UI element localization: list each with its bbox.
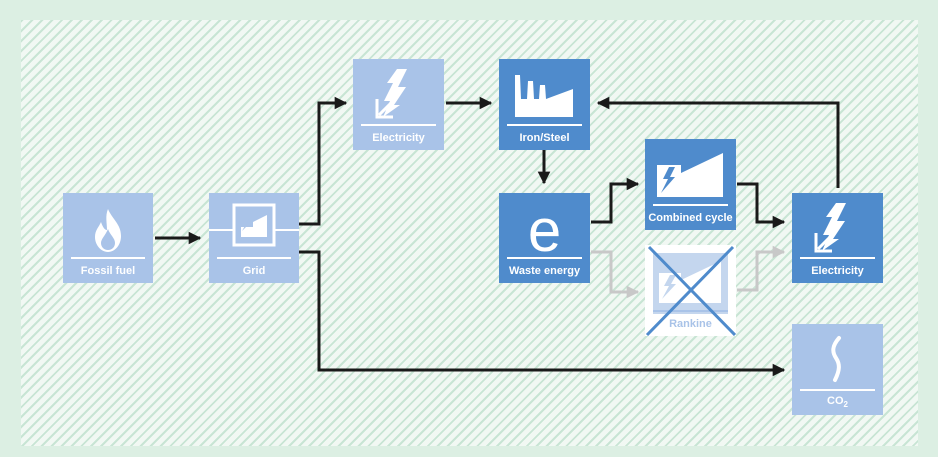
lightning-icon	[375, 69, 407, 119]
lightning-icon	[814, 203, 846, 253]
arrow-grid-to-co2	[299, 250, 786, 377]
smoke-icon	[831, 336, 841, 382]
arrow-rankine-to-electricity	[737, 245, 786, 292]
arrow-electricity-to-ironsteel-feedback	[596, 96, 840, 188]
divider	[653, 310, 728, 312]
grid-plant-icon	[209, 203, 299, 247]
svg-text:e: e	[528, 197, 561, 264]
electricity-right-label: Electricity	[811, 265, 864, 277]
iron-steel-box: Iron/Steel	[499, 59, 590, 150]
waste-energy-label: Waste energy	[508, 265, 581, 277]
co2-subscript: 2	[843, 400, 848, 409]
divider	[507, 257, 582, 259]
divider	[800, 257, 875, 259]
power-plant-icon	[657, 153, 723, 197]
flame-icon	[95, 209, 121, 252]
divider	[653, 204, 728, 206]
letter-e-icon: e	[528, 197, 561, 264]
electricity-right-box: Electricity	[792, 193, 883, 283]
arrow-combined-to-electricity	[737, 182, 786, 229]
arrow-waste-to-combined	[591, 177, 640, 224]
fossil-fuel-box: Fossil fuel	[63, 193, 153, 283]
divider	[800, 389, 875, 391]
diagram-panel	[21, 20, 918, 446]
grid-label: Grid	[242, 265, 266, 277]
grid-box: Grid	[209, 193, 299, 283]
co2-text: CO	[827, 394, 844, 407]
waste-energy-box: e Waste energy	[499, 193, 590, 283]
cross-out-icon	[645, 245, 736, 336]
iron-steel-label: Iron/Steel	[519, 132, 570, 144]
rankine-label: Rankine	[669, 318, 712, 330]
co2-label: CO2	[792, 395, 883, 409]
combined-cycle-label: Combined cycle	[648, 212, 733, 224]
combined-cycle-box: Combined cycle	[645, 139, 736, 230]
electricity-top-label: Electricity	[372, 132, 425, 144]
factory-icon	[515, 75, 573, 117]
arrow-waste-to-rankine	[591, 250, 640, 299]
co2-box: CO2	[792, 324, 883, 415]
divider	[507, 124, 582, 126]
electricity-top-box: Electricity	[353, 59, 444, 150]
power-plant-icon	[659, 261, 721, 303]
divider	[71, 257, 145, 259]
divider	[217, 257, 291, 259]
fossil-fuel-label: Fossil fuel	[80, 265, 136, 277]
rankine-box: Rankine	[645, 245, 736, 336]
divider	[361, 124, 436, 126]
arrow-grid-to-electricity	[299, 96, 348, 226]
